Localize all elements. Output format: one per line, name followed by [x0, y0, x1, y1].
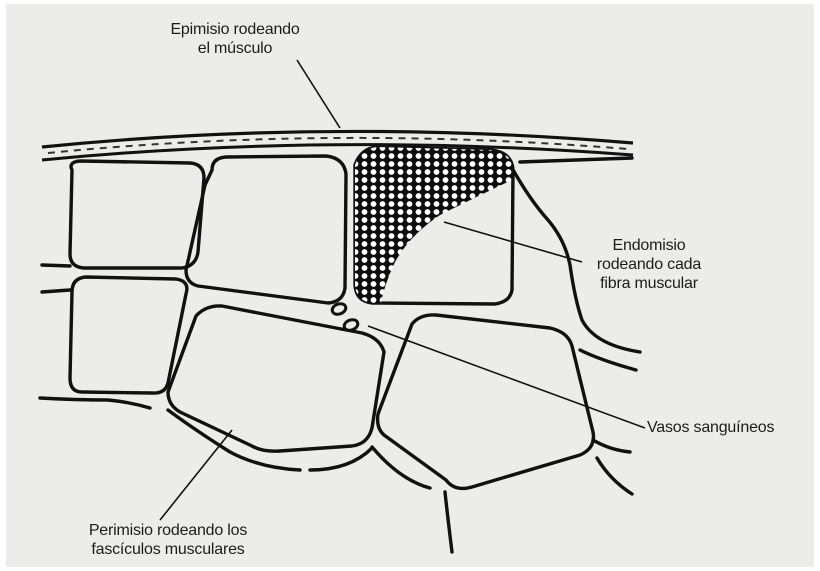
fascicle-top-mid [186, 156, 346, 303]
fascicle-top-left [70, 161, 204, 268]
label-epimysium: Epimisio rodeando el músculo [142, 20, 328, 58]
label-endomysium: Endomisio rodeando cada fibra muscular [574, 236, 724, 293]
leader-epimysium [297, 60, 340, 128]
blood-vessel-2 [343, 318, 360, 332]
fascicle-right-edge [520, 158, 632, 162]
epimysium-sheath [42, 131, 633, 160]
label-perimysium: Perimisio rodeando los fascículos muscul… [48, 521, 288, 559]
muscle-fiber-cluster [355, 140, 512, 310]
leader-perimysium [160, 430, 232, 520]
fascicle-mid-left [70, 277, 187, 393]
label-blood-vessels: Vasos sanguíneos [647, 418, 774, 437]
perimysium-boundaries [40, 147, 640, 552]
blood-vessel-1 [331, 302, 348, 316]
